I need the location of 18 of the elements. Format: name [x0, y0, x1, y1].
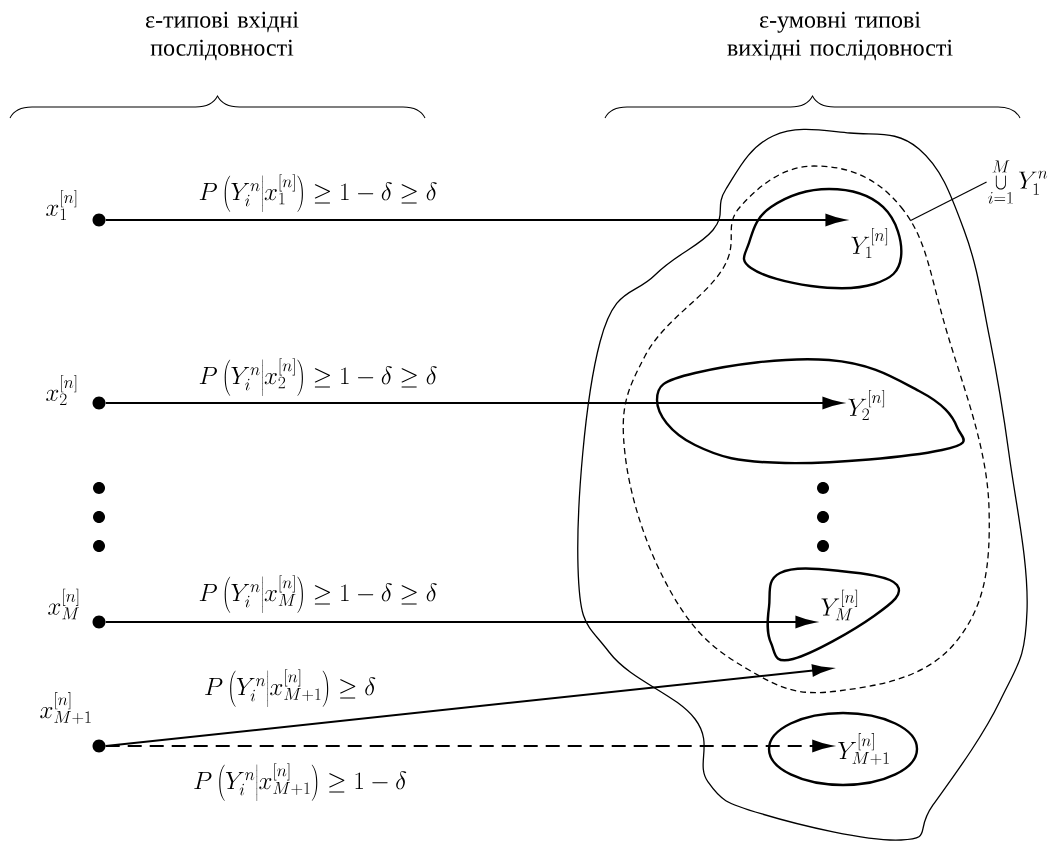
point-label: $x_M^{[n]}$: [48, 588, 79, 620]
set-label: $Y_1^{[n]}$: [851, 228, 888, 258]
dashed-region-outline: [622, 165, 990, 694]
set-label: $Y_{M+1}^{[n]}$: [838, 733, 889, 765]
edge-label: $P\left(Y_i^n \middle| x_1^{[n]}\right)\ge 1-\delta \ge \delta$: [199, 174, 437, 212]
set-label: $Y_M^{[n]}$: [821, 589, 858, 621]
edge-label: $P\left(Y_i^n \middle| x_{M+1}^{[n]}\right)\ge 1-\delta$: [194, 763, 407, 801]
union-label: $\bigcup_{i=1}^{M} Y_1^{n}$: [988, 160, 1048, 204]
edge-label: $P\left(Y_i^n \middle| x_2^{[n]}\right)\ge 1-\delta \ge \delta$: [199, 358, 437, 396]
point-label: $x_1^{[n]}$: [46, 190, 77, 220]
edge-label: $P\left(Y_i^n \middle| x_{M+1}^{[n]}\right)\ge \delta$: [205, 669, 376, 707]
heading: ε-умовні типові вихідні послідовності: [727, 11, 953, 61]
point-label: $x_{M+1}^{[n]}$: [40, 692, 91, 724]
leader-line: [909, 181, 988, 222]
heading: ε-типові вхідні послідовності: [145, 11, 299, 61]
point-label: $x_2^{[n]}$: [46, 375, 77, 405]
edge-label: $P\left(Y_i^n \middle| x_M^{[n]}\right)\ge 1-\delta \ge \delta$: [199, 575, 437, 613]
set-label: $Y_2^{[n]}$: [848, 390, 885, 420]
